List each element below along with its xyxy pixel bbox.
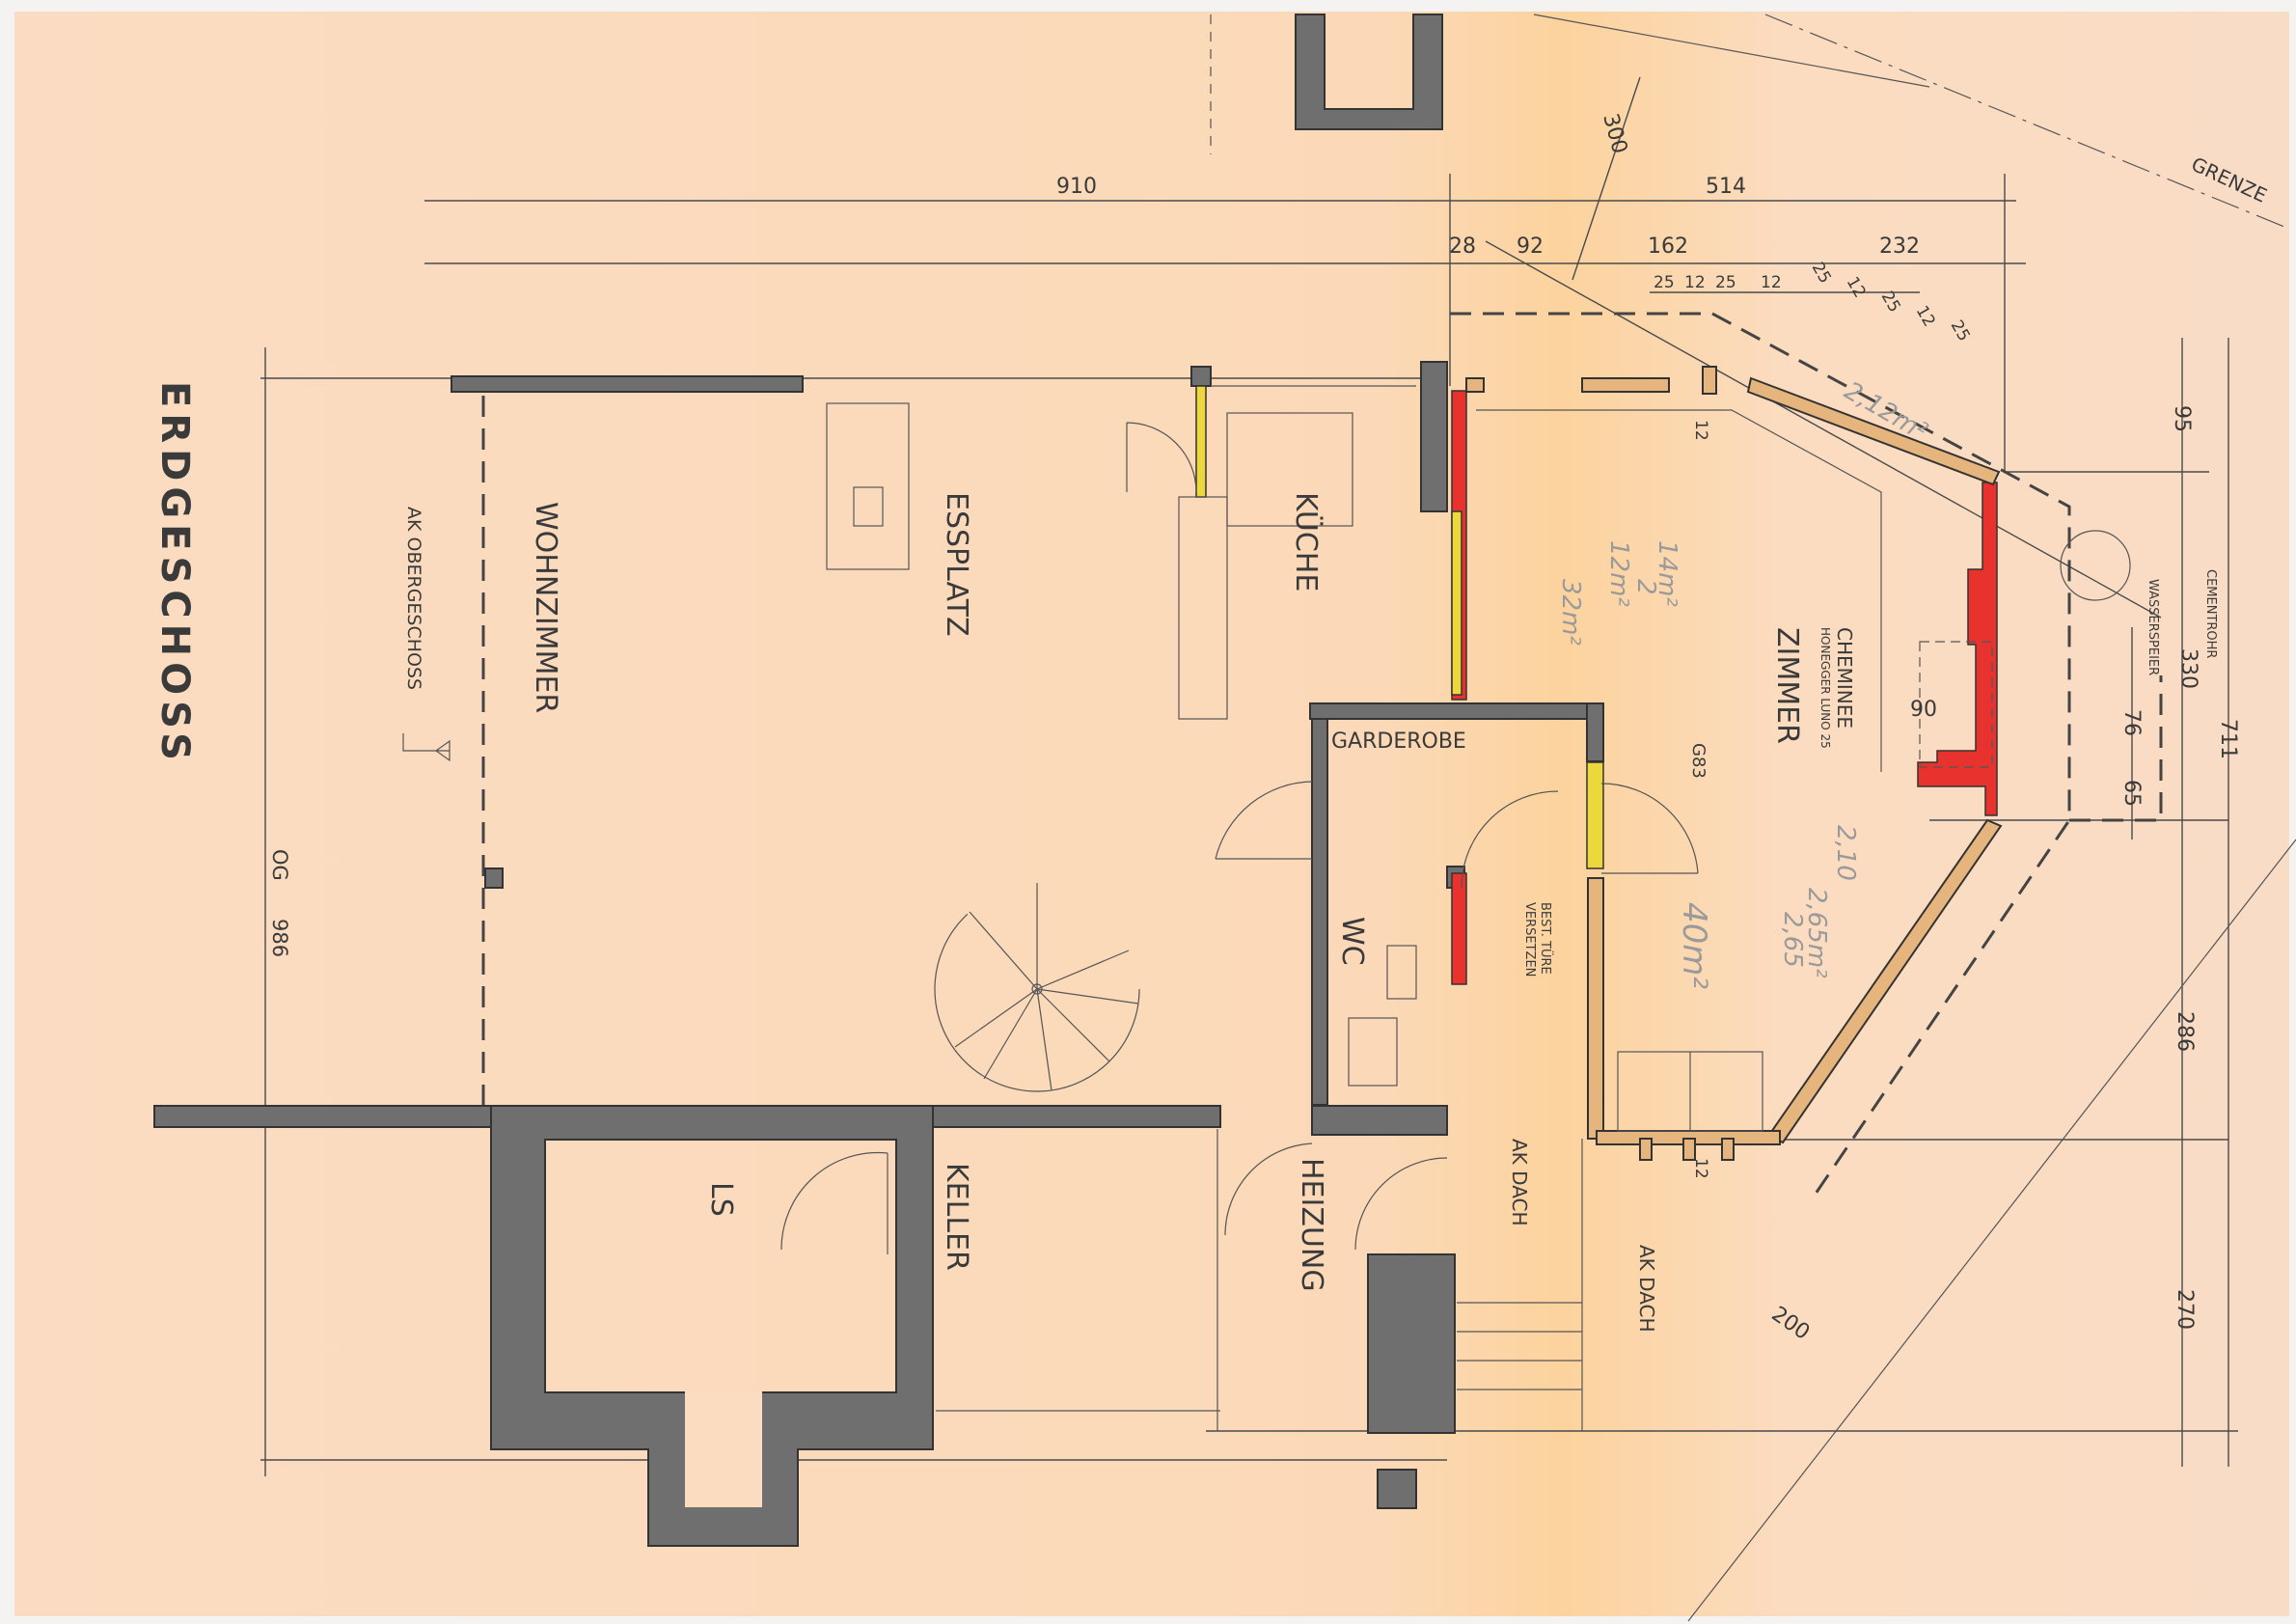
dim-65: 65: [2119, 780, 2144, 807]
note-wasserspeier: WASSERSPEIER: [2146, 579, 2160, 675]
note-ak-dach-2: AK DACH: [1635, 1245, 1658, 1333]
drawing-title: ERDGESCHOSS: [152, 381, 197, 766]
dim-12-top: 12: [1691, 420, 1710, 441]
note-ak-dach-1: AK DACH: [1508, 1139, 1531, 1226]
room-label-kueche: KÜCHE: [1289, 492, 1324, 592]
room-label-zimmer: ZIMMER: [1770, 627, 1804, 744]
note-cementrohr: CEMENTROHR: [2203, 569, 2218, 658]
hand-note: 2,10: [1831, 825, 1860, 881]
note-best-tuere: BEST. TÜRE: [1538, 902, 1554, 975]
interior-lines: [826, 385, 2131, 1431]
note-cheminee: CHEMINEE: [1833, 627, 1856, 729]
room-label-essplatz: ESSPLATZ: [940, 492, 973, 637]
dim-92: 92: [1517, 234, 1544, 259]
dimension-lines: [260, 14, 2296, 1622]
walls: [153, 14, 1604, 1547]
hand-note: 2: [1631, 579, 1660, 595]
dim-76: 76: [2119, 709, 2144, 736]
hand-note: 32m²: [1556, 579, 1585, 646]
room-label-keller: KELLER: [940, 1163, 973, 1271]
hand-note: 40m²: [1675, 902, 1713, 989]
dim-232: 232: [1879, 234, 1920, 259]
hand-note: 2,65: [1778, 912, 1807, 968]
dim-270: 270: [2173, 1289, 2197, 1330]
dim-12-bottom: 12: [1691, 1158, 1710, 1179]
dim-s25b: 25: [1715, 273, 1736, 292]
note-og-value: 986: [268, 919, 291, 957]
dim-330: 330: [2176, 648, 2200, 689]
note-zimmer-height: G83: [1688, 743, 1708, 779]
room-label-garderobe: GARDEROBE: [1331, 729, 1466, 754]
note-og: OG: [268, 849, 291, 881]
hand-note: 12m²: [1604, 540, 1633, 607]
room-label-wohnzimmer: WOHNZIMMER: [529, 502, 562, 713]
room-label-heizung: HEIZUNG: [1295, 1158, 1328, 1292]
dim-95: 95: [2170, 405, 2194, 432]
dim-910: 910: [1056, 175, 1097, 199]
dim-90: 90: [1910, 698, 1937, 722]
room-label-ls: LS: [704, 1182, 738, 1217]
dim-286: 286: [2173, 1011, 2197, 1052]
note-versetzen: VERSETZEN: [1522, 902, 1537, 977]
hand-note: 14m²: [1653, 540, 1681, 607]
dim-s12a: 12: [1684, 273, 1706, 292]
dim-28: 28: [1449, 234, 1476, 259]
paper-sheet: [14, 12, 2289, 1616]
hand-note: 2,65m²: [1802, 888, 1831, 978]
dim-514: 514: [1706, 175, 1746, 199]
doors: [780, 422, 1699, 1254]
dim-162: 162: [1648, 234, 1688, 259]
section-marker-icon: [402, 733, 451, 762]
dim-711: 711: [2216, 719, 2240, 759]
dim-s25a: 25: [1654, 273, 1675, 292]
dim-s12b: 12: [1761, 273, 1782, 292]
roof-outline: [481, 312, 2163, 1197]
spiral-staircase: [934, 883, 1140, 1092]
room-label-wc: WC: [1335, 917, 1369, 966]
note-ak-obergeschoss: AK OBERGESCHOSS: [403, 507, 424, 690]
note-cheminee-type: HONEGGER LUNO 25: [1818, 627, 1832, 749]
walls-yellow: [1195, 385, 1604, 869]
